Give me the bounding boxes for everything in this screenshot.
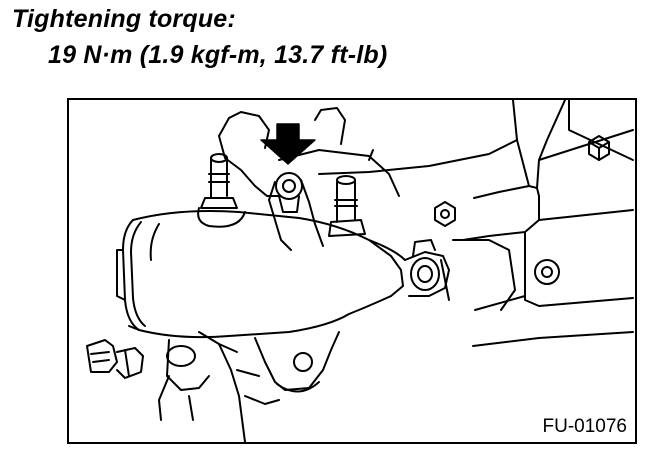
figure-frame: FU-01076 (67, 98, 637, 444)
torque-value: 19 N·m (1.9 kgf-m, 13.7 ft-lb) (48, 41, 388, 69)
lower-body (158, 331, 340, 442)
throttle-body-illustration (86, 100, 634, 442)
hose-nipple-center (328, 175, 366, 237)
hose-nipple-left (197, 153, 246, 228)
arrow-down-icon (260, 123, 316, 165)
bracket (268, 172, 324, 251)
sensor-connector (86, 339, 144, 379)
throttle-flange (218, 107, 400, 197)
torque-heading: Tightening torque: (12, 5, 236, 33)
intake-manifold (318, 100, 634, 347)
air-duct (116, 210, 406, 339)
bolt-icon (588, 135, 610, 161)
figure-code: FU-01076 (540, 416, 629, 438)
throttle-body-side (368, 239, 450, 297)
mounting-stud (434, 201, 456, 227)
